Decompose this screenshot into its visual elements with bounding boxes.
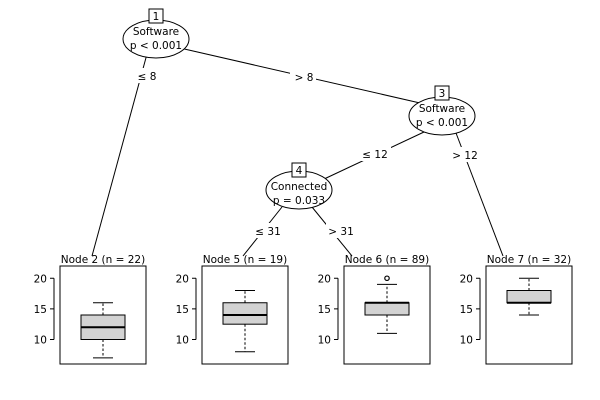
terminal-node-7: Node 7 (n = 32) 10 15 20 — [460, 254, 573, 365]
inner-node-1: 1 Software p < 0.001 — [122, 8, 190, 59]
edge-label-3-4: ≤ 12 — [362, 149, 388, 161]
node-variable-1: Software — [133, 26, 179, 38]
edge-label-1-3: > 8 — [295, 72, 314, 84]
terminal-nodes: Node 2 (n = 22) 10 15 20 Node 5 (n = 19) 10 15… — [34, 254, 573, 365]
terminal-title-7: Node 7 (n = 32) — [487, 254, 571, 266]
node-id-3: 3 — [439, 88, 446, 100]
y-tick-label-2-15: 15 — [34, 304, 47, 316]
edge-labels: ≤ 8 > 8 ≤ 12 > 12 ≤ 31 > 31 — [136, 68, 480, 238]
outlier-6-0 — [384, 275, 390, 282]
inner-node-3: 3 Software p < 0.001 — [408, 85, 476, 136]
terminal-node-5: Node 5 (n = 19) 10 15 20 — [176, 254, 289, 365]
iqr-box-5 — [222, 302, 268, 325]
node-pvalue-3: p < 0.001 — [416, 117, 468, 129]
terminal-title-2: Node 2 (n = 22) — [61, 254, 145, 266]
inner-node-4: 4 Connected p = 0.033 — [265, 162, 333, 210]
terminal-title-5: Node 5 (n = 19) — [203, 254, 287, 266]
y-tick-label-6-10: 10 — [318, 335, 331, 347]
y-tick-label-2-10: 10 — [34, 335, 47, 347]
edge-1-2 — [91, 53, 148, 257]
y-tick-label-7-10: 10 — [460, 335, 473, 347]
terminal-title-6: Node 6 (n = 89) — [345, 254, 429, 266]
node-id-1: 1 — [153, 11, 160, 23]
y-tick-label-2-20: 20 — [34, 273, 47, 285]
node-variable-4: Connected — [271, 181, 328, 193]
y-tick-label-6-15: 15 — [318, 304, 331, 316]
edge-label-1-2: ≤ 8 — [138, 71, 157, 83]
node-id-4: 4 — [296, 165, 303, 177]
edge-label-4-6: > 31 — [328, 226, 354, 238]
y-tick-label-7-15: 15 — [460, 304, 473, 316]
iqr-box-7 — [506, 290, 552, 304]
edge-label-3-7: > 12 — [452, 150, 478, 162]
node-pvalue-1: p < 0.001 — [130, 40, 182, 52]
iqr-box-6 — [364, 302, 410, 316]
y-tick-label-6-20: 20 — [318, 273, 331, 285]
node-variable-3: Software — [419, 103, 465, 115]
terminal-node-2: Node 2 (n = 22) 10 15 20 — [34, 254, 147, 365]
y-tick-label-7-20: 20 — [460, 273, 473, 285]
node-pvalue-4: p = 0.033 — [273, 195, 325, 207]
y-tick-label-5-10: 10 — [176, 335, 189, 347]
edge-label-4-5: ≤ 31 — [255, 226, 281, 238]
y-tick-label-5-20: 20 — [176, 273, 189, 285]
terminal-node-6: Node 6 (n = 89) 10 15 20 — [318, 254, 431, 365]
y-tick-label-5-15: 15 — [176, 304, 189, 316]
